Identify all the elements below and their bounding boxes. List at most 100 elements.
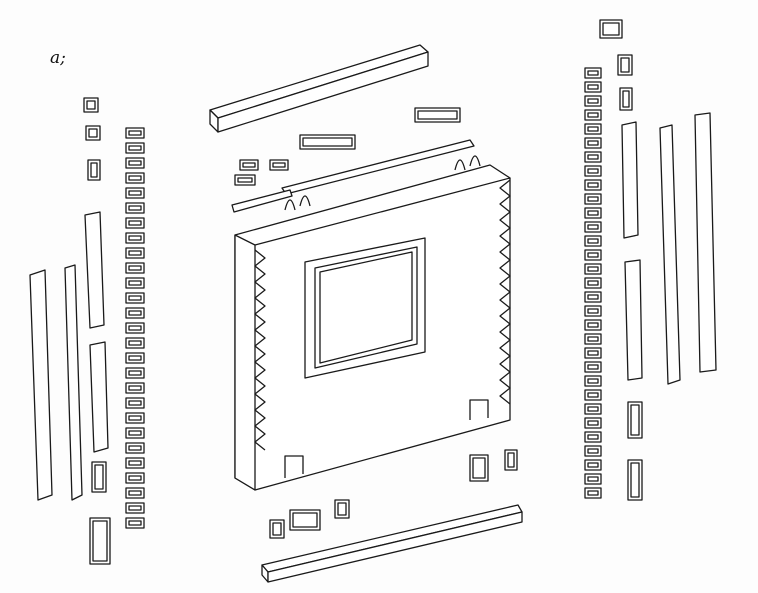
formwork-block-inner bbox=[587, 420, 599, 426]
formwork-block-inner bbox=[602, 22, 620, 36]
formwork-block-inner bbox=[620, 57, 630, 73]
formwork-block-inner bbox=[587, 112, 599, 118]
formwork-block bbox=[125, 352, 145, 364]
formwork-block bbox=[125, 322, 145, 334]
formwork-block bbox=[584, 277, 602, 289]
formwork-block-inner bbox=[128, 460, 142, 466]
formwork-block-inner bbox=[128, 340, 142, 346]
formwork-block bbox=[125, 427, 145, 439]
formwork-block bbox=[125, 262, 145, 274]
formwork-block bbox=[125, 127, 145, 139]
formwork-block-inner bbox=[128, 370, 142, 376]
formwork-block bbox=[85, 125, 101, 141]
formwork-block-inner bbox=[90, 162, 98, 178]
formwork-block bbox=[125, 457, 145, 469]
formwork-block-inner bbox=[128, 280, 142, 286]
formwork-block bbox=[125, 442, 145, 454]
formwork-block bbox=[584, 109, 602, 121]
formwork-block-inner bbox=[587, 322, 599, 328]
formwork-block bbox=[584, 319, 602, 331]
formwork-block bbox=[584, 361, 602, 373]
formwork-block-inner bbox=[587, 364, 599, 370]
formwork-block-inner bbox=[128, 265, 142, 271]
formwork-block bbox=[239, 159, 259, 171]
formwork-block-inner bbox=[88, 128, 98, 138]
formwork-block-inner bbox=[302, 137, 353, 147]
formwork-block-inner bbox=[587, 336, 599, 342]
formwork-block-inner bbox=[128, 355, 142, 361]
formwork-block bbox=[269, 159, 289, 171]
formwork-block bbox=[125, 502, 145, 514]
formwork-block bbox=[584, 291, 602, 303]
formwork-block-inner bbox=[128, 430, 142, 436]
formwork-block-inner bbox=[128, 190, 142, 196]
formwork-block-inner bbox=[587, 182, 599, 188]
formwork-block-inner bbox=[472, 457, 486, 479]
formwork-block bbox=[125, 517, 145, 529]
formwork-block bbox=[584, 207, 602, 219]
formwork-block bbox=[91, 461, 107, 493]
small-formwork-blocks bbox=[83, 19, 643, 565]
formwork-block bbox=[584, 333, 602, 345]
formwork-block-inner bbox=[587, 378, 599, 384]
formwork-block-inner bbox=[587, 252, 599, 258]
formwork-block-inner bbox=[128, 175, 142, 181]
formwork-block bbox=[83, 97, 99, 113]
formwork-block-inner bbox=[587, 406, 599, 412]
formwork-block-inner bbox=[587, 392, 599, 398]
bottom-rail bbox=[261, 504, 523, 583]
formwork-block-inner bbox=[128, 160, 142, 166]
formwork-block-inner bbox=[86, 100, 96, 110]
formwork-block bbox=[584, 123, 602, 135]
formwork-block bbox=[584, 375, 602, 387]
formwork-block-inner bbox=[587, 476, 599, 482]
formwork-block-inner bbox=[272, 162, 286, 168]
formwork-block bbox=[627, 401, 643, 439]
formwork-block bbox=[125, 382, 145, 394]
formwork-block bbox=[584, 165, 602, 177]
formwork-block bbox=[125, 232, 145, 244]
formwork-block-inner bbox=[587, 490, 599, 496]
formwork-block bbox=[469, 454, 489, 482]
formwork-block bbox=[125, 292, 145, 304]
formwork-block bbox=[414, 107, 461, 123]
formwork-block-inner bbox=[128, 520, 142, 526]
formwork-block-inner bbox=[630, 404, 640, 436]
formwork-block-inner bbox=[128, 325, 142, 331]
formwork-block-inner bbox=[587, 168, 599, 174]
formwork-block bbox=[584, 445, 602, 457]
formwork-block-inner bbox=[587, 224, 599, 230]
formwork-block bbox=[125, 307, 145, 319]
formwork-block-inner bbox=[587, 126, 599, 132]
formwork-block bbox=[584, 459, 602, 471]
formwork-block-inner bbox=[587, 98, 599, 104]
formwork-block bbox=[89, 517, 111, 565]
formwork-block-inner bbox=[272, 522, 282, 536]
formwork-block bbox=[125, 472, 145, 484]
formwork-block bbox=[584, 487, 602, 499]
formwork-block bbox=[125, 397, 145, 409]
formwork-block bbox=[234, 174, 256, 186]
formwork-block-inner bbox=[587, 70, 599, 76]
formwork-block-inner bbox=[128, 310, 142, 316]
formwork-block-inner bbox=[587, 266, 599, 272]
formwork-block-inner bbox=[128, 400, 142, 406]
formwork-block-inner bbox=[507, 452, 515, 468]
formwork-block bbox=[125, 157, 145, 169]
formwork-block bbox=[584, 417, 602, 429]
formwork-block-inner bbox=[587, 84, 599, 90]
formwork-block-inner bbox=[92, 520, 108, 562]
formwork-block bbox=[125, 187, 145, 199]
formwork-block-inner bbox=[128, 220, 142, 226]
formwork-block bbox=[299, 134, 356, 150]
formwork-block bbox=[584, 263, 602, 275]
formwork-block-inner bbox=[587, 140, 599, 146]
formwork-block-inner bbox=[128, 295, 142, 301]
formwork-block-inner bbox=[128, 205, 142, 211]
formwork-block bbox=[584, 389, 602, 401]
formwork-block bbox=[599, 19, 623, 39]
formwork-block-inner bbox=[587, 210, 599, 216]
top-rail-upper bbox=[209, 44, 429, 133]
formwork-block bbox=[125, 142, 145, 154]
formwork-block bbox=[125, 367, 145, 379]
